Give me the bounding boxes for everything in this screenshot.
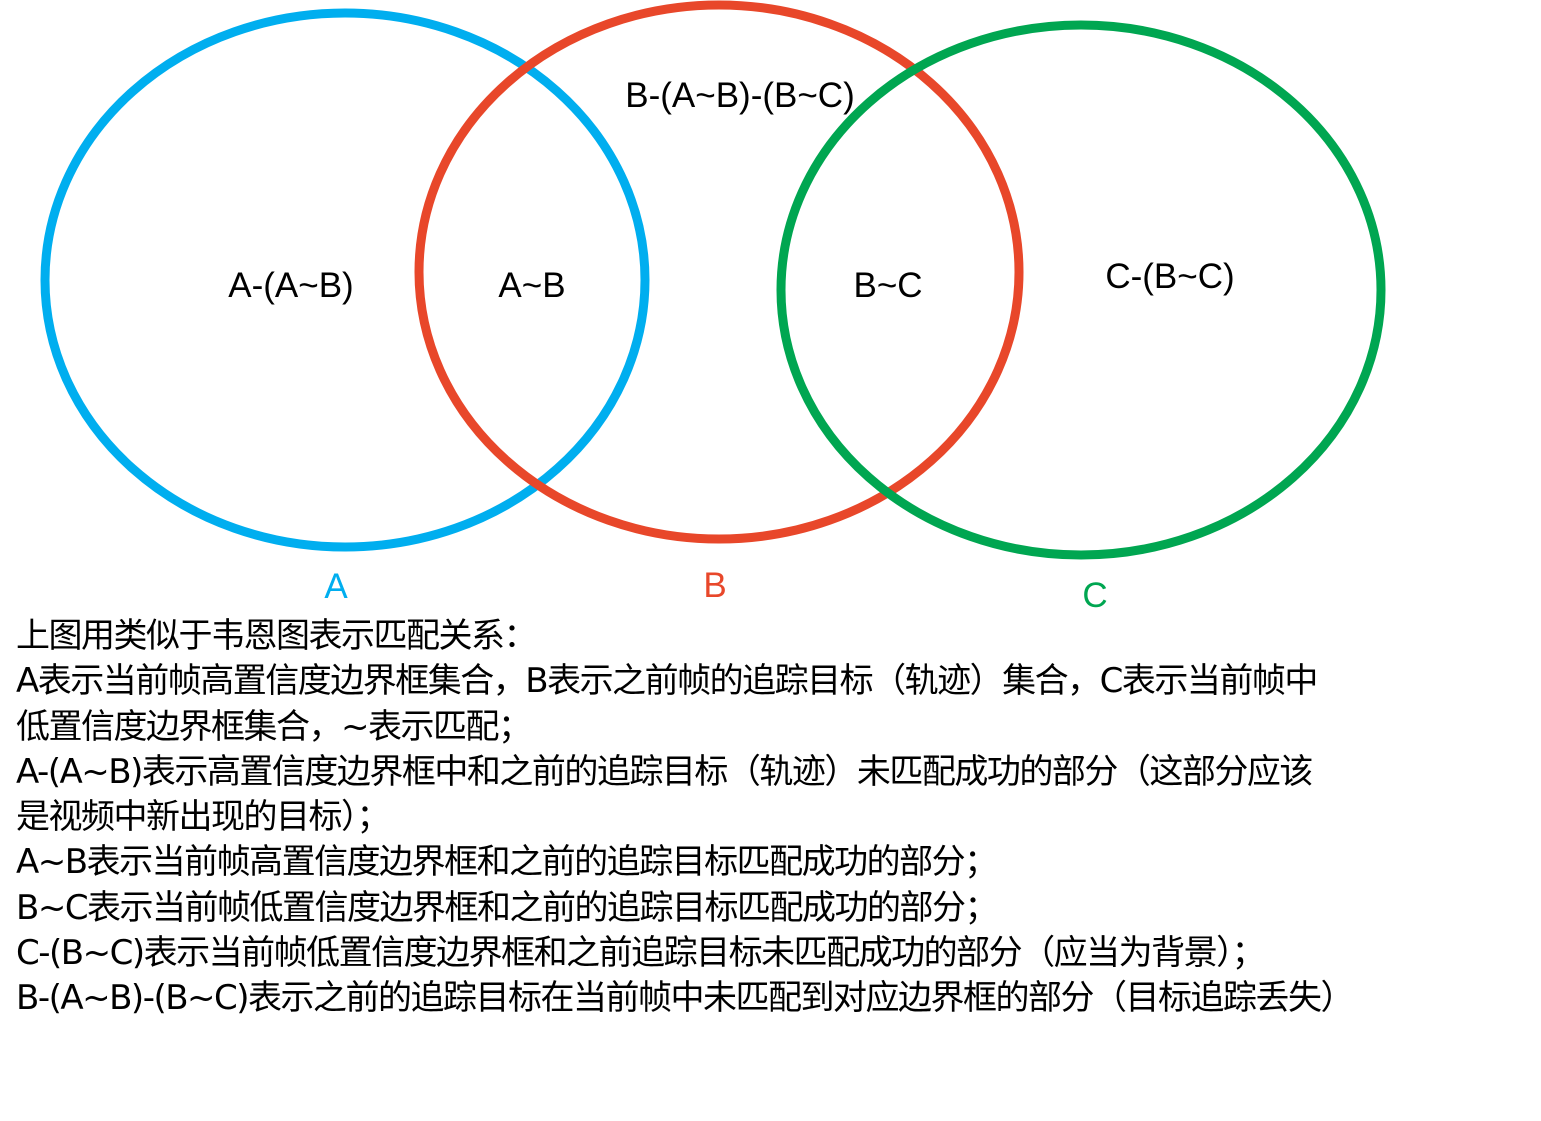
description-line: A-(A~B)表示高置信度边界框中和之前的追踪目标（轨迹）未匹配成功的部分（这部… [16,751,1313,792]
region-b-and-c-label: B~C [853,266,922,305]
set-a-circle [40,8,650,552]
description-text: 上图用类似于韦恩图表示匹配关系： A表示当前帧高置信度边界框集合，B表示之前帧的… [16,614,1531,1022]
description-intro: 上图用类似于韦恩图表示匹配关系： [16,616,538,656]
description-line: B~C表示当前帧低置信度边界框和之前的追踪目标匹配成功的部分； [16,887,999,928]
venn-diagram: A-(A~B) A~B B-(A~B)-(B~C) B~C C-(B~C) A … [40,0,1386,615]
region-a-and-b-label: A~B [498,266,565,305]
set-b-circle [414,0,1024,544]
description-line: C-(B~C)表示当前帧低置信度边界框和之前追踪目标未匹配成功的部分（应当为背景… [16,933,1266,974]
description-line: A~B表示当前帧高置信度边界框和之前的追踪目标匹配成功的部分； [16,842,998,883]
description-line: B-(A~B)-(B~C)表示之前的追踪目标在当前帧中未匹配到对应边界框的部分（… [16,978,1355,1019]
region-a-only-label: A-(A~B) [228,266,353,305]
set-a-label: A [324,567,348,606]
set-c-circle [776,20,1386,560]
set-b-label: B [703,566,726,605]
description-line: 低置信度边界框集合，~表示匹配； [16,706,532,747]
description-line: 是视频中新出现的目标）； [16,797,391,838]
region-b-only-label: B-(A~B)-(B~C) [625,76,854,115]
description-line: A表示当前帧高置信度边界框集合，B表示之前帧的追踪目标（轨迹）集合，C表示当前帧… [16,661,1318,702]
set-c-label: C [1082,576,1107,615]
region-c-only-label: C-(B~C) [1105,257,1234,296]
